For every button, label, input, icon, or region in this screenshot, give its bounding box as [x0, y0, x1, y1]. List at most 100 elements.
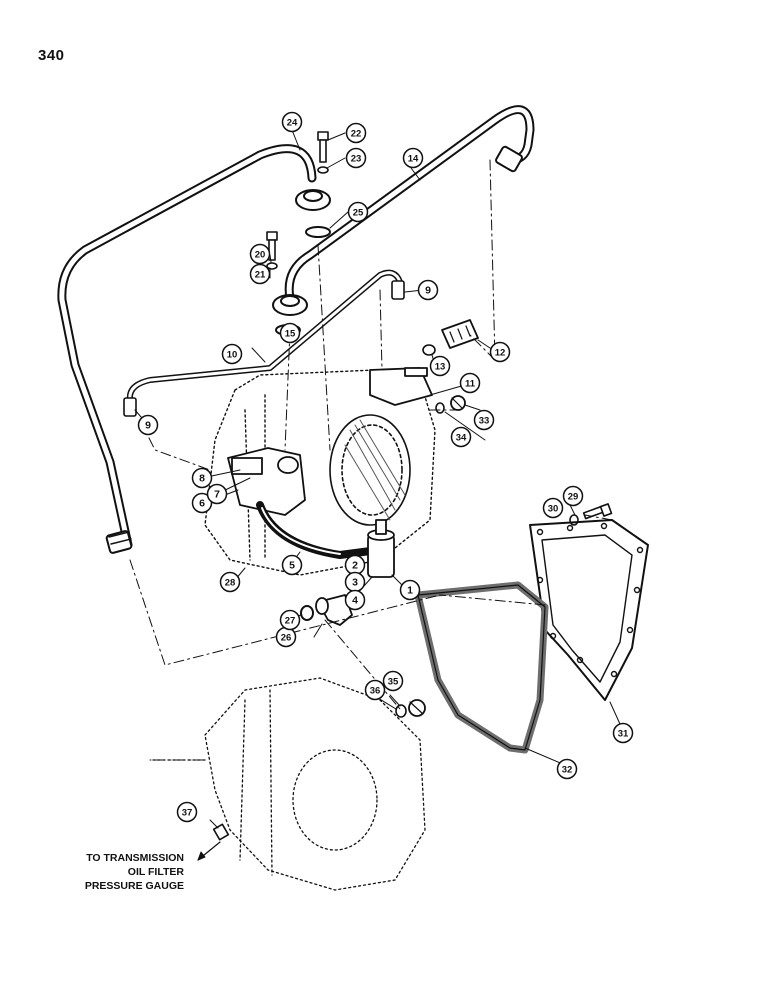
callout-label: 7 — [214, 489, 220, 501]
plug-35 — [408, 699, 426, 717]
callout-11: 11 — [459, 372, 481, 394]
callout-21: 21 — [249, 263, 271, 285]
callout-label: 24 — [287, 118, 298, 129]
callout-label: 12 — [495, 348, 506, 359]
callout-20: 20 — [249, 243, 271, 265]
callout-12: 12 — [489, 341, 511, 363]
callout-5: 5 — [281, 554, 303, 576]
callout-30: 30 — [542, 497, 564, 519]
callout-circle — [281, 554, 303, 576]
callout-circle — [279, 609, 301, 631]
o-ring-13 — [422, 344, 436, 356]
callout-31: 31 — [612, 722, 634, 744]
callout-label: 5 — [289, 560, 295, 572]
callout-circle — [556, 758, 578, 780]
washer-23 — [317, 166, 329, 174]
gasket-32 — [414, 581, 549, 754]
callout-circle — [344, 589, 366, 611]
callout-24: 24 — [281, 111, 303, 133]
callout-1: 1 — [399, 579, 421, 601]
callout-circle — [562, 485, 584, 507]
callout-23: 23 — [345, 147, 367, 169]
callout-circle — [345, 147, 367, 169]
callout-label: 28 — [225, 578, 236, 589]
callout-circle — [191, 467, 213, 489]
callout-label: 23 — [351, 154, 362, 165]
callout-label: 37 — [182, 808, 193, 819]
callout-label: 33 — [479, 416, 490, 427]
callout-label: 14 — [408, 154, 419, 165]
callout-label: 27 — [285, 616, 296, 627]
callout-label: 35 — [388, 677, 399, 688]
callout-label: 21 — [255, 270, 266, 281]
callout-33: 33 — [473, 409, 495, 431]
callout-circle — [489, 341, 511, 363]
callout-layer: 1234567899101112131415202122232425262728… — [137, 111, 634, 823]
callout-label: 32 — [562, 765, 573, 776]
callout-35: 35 — [382, 670, 404, 692]
callout-circle — [176, 801, 198, 823]
callout-label: 1 — [407, 585, 413, 597]
callout-10: 10 — [221, 343, 243, 365]
hose-5 — [256, 501, 382, 559]
callout-circle — [137, 414, 159, 436]
tube-24 — [57, 144, 317, 554]
callout-circle — [459, 372, 481, 394]
callout-label: 9 — [425, 285, 431, 297]
callout-circle — [399, 579, 421, 601]
o-ring-27 — [300, 605, 314, 621]
callout-label: 26 — [281, 633, 292, 644]
callout-label: 8 — [199, 473, 205, 485]
callout-27: 27 — [279, 609, 301, 631]
assembly-lines — [129, 159, 613, 761]
callout-circle — [249, 263, 271, 285]
tube-10 — [123, 269, 405, 417]
callout-label: 10 — [227, 350, 238, 361]
callout-25: 25 — [347, 201, 369, 223]
callout-circle — [473, 409, 495, 431]
callout-circle — [364, 679, 386, 701]
cover-31 — [529, 519, 649, 701]
gauge-note-line-3: PRESSURE GAUGE — [84, 880, 184, 892]
callout-label: 15 — [285, 329, 296, 340]
callout-circle — [221, 343, 243, 365]
bolt-29 — [582, 503, 613, 520]
callout-circle — [382, 670, 404, 692]
callout-22: 22 — [345, 122, 367, 144]
callout-circle — [402, 147, 424, 169]
callout-circle — [429, 355, 451, 377]
lower-housing — [149, 677, 426, 891]
callout-label: 34 — [456, 433, 467, 444]
callout-label: 25 — [353, 208, 364, 219]
callout-label: 30 — [548, 504, 559, 515]
callout-4: 4 — [344, 589, 366, 611]
page-number: 340 — [38, 47, 65, 64]
callout-7: 7 — [206, 483, 228, 505]
callout-circle — [281, 111, 303, 133]
tube-14 — [284, 105, 535, 303]
callout-circle — [279, 322, 301, 344]
valve-1 — [367, 519, 395, 578]
callout-label: 31 — [618, 729, 629, 740]
o-ring-34 — [435, 402, 445, 414]
callout-36: 36 — [364, 679, 386, 701]
callout-circle — [206, 483, 228, 505]
washer-21 — [266, 262, 278, 270]
flange-upper — [295, 189, 331, 211]
callout-3: 3 — [344, 571, 366, 593]
callout-9: 9 — [417, 279, 439, 301]
gauge-note: TO TRANSMISSION OIL FILTER PRESSURE GAUG… — [60, 851, 184, 893]
elbow-26 — [315, 594, 353, 626]
callout-label: 9 — [145, 420, 151, 432]
callout-circle — [191, 492, 213, 514]
callout-label: 4 — [352, 595, 358, 607]
callout-8: 8 — [191, 467, 213, 489]
callout-circle — [219, 571, 241, 593]
callout-2: 2 — [344, 554, 366, 576]
callout-circle — [249, 243, 271, 265]
callout-label: 36 — [370, 686, 381, 697]
callout-14: 14 — [402, 147, 424, 169]
callout-37: 37 — [176, 801, 198, 823]
